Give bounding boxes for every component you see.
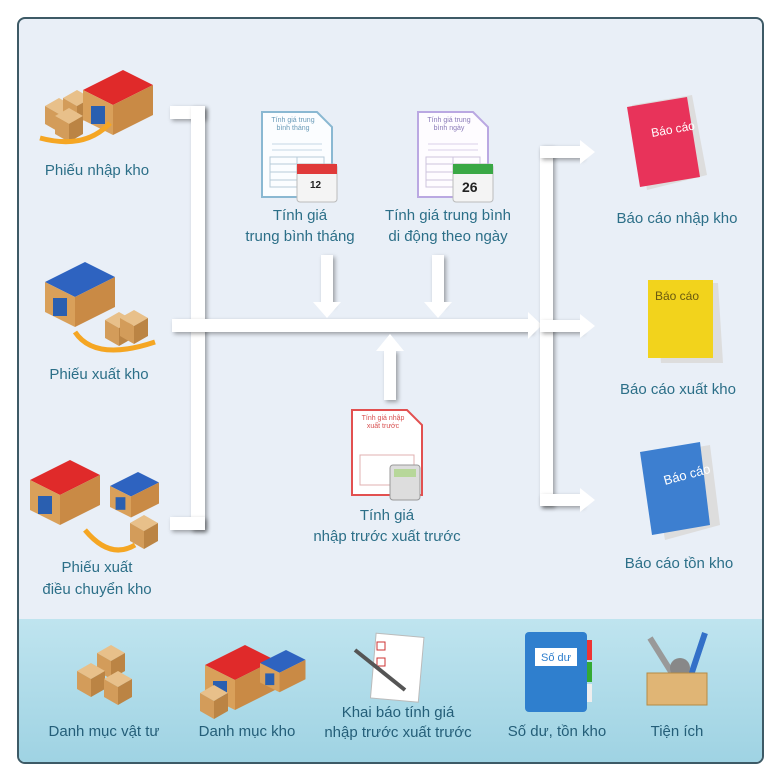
bottom-item-label[interactable]: Số dư, tồn kho	[507, 723, 607, 740]
left-bracket-bottom	[170, 517, 205, 530]
doc-title: Tính giá nhập xuất trước	[361, 415, 405, 430]
input-label[interactable]: điều chuyển kho	[42, 581, 152, 598]
calendar-day: 12	[310, 180, 322, 191]
input-label[interactable]: Phiếu nhập kho	[44, 162, 150, 179]
up-arrowhead-fifo	[376, 334, 404, 351]
main-flow-arrowhead	[528, 312, 542, 339]
main-flow-line	[172, 319, 532, 332]
doc-title: Tính giá trung bình tháng	[271, 117, 315, 132]
calendar-day: 26	[462, 179, 478, 195]
arrowheads-right	[580, 140, 595, 512]
report-label[interactable]: Báo cáo tồn kho	[624, 555, 734, 572]
down-arrow-monthly	[321, 255, 333, 305]
bottom-item-label[interactable]: Khai báo tính giá	[341, 704, 455, 721]
bottom-item-label[interactable]: Tiện ích	[650, 723, 704, 740]
method-label[interactable]: di động theo ngày	[388, 228, 508, 245]
bottom-item-label[interactable]: Danh mục kho	[198, 723, 296, 740]
input-label[interactable]: Phiếu xuất	[61, 559, 133, 576]
warehouse-transfer-icon[interactable]	[30, 460, 170, 560]
document-calculator-icon[interactable]: Tính giá nhập xuất trước	[351, 409, 432, 510]
document-calendar-icon[interactable]: 26 Tính giá trung bình ngày	[417, 111, 503, 212]
method-label[interactable]: nhập trước xuất trước	[313, 528, 461, 545]
up-arrow-fifo	[384, 350, 396, 400]
down-arrowhead-daily	[424, 302, 452, 318]
report-cover-text: Báo cáo	[655, 289, 699, 303]
down-arrow-daily	[432, 255, 444, 305]
method-label[interactable]: Tính giá	[359, 507, 415, 524]
right-arrow-top	[540, 146, 582, 158]
ledger-cover-text: Số dư	[541, 652, 572, 664]
warehouse-import-icon[interactable]	[35, 68, 155, 153]
right-arrow-middle	[540, 320, 582, 332]
method-label[interactable]: trung bình tháng	[245, 228, 355, 245]
toolbox-icon[interactable]	[635, 628, 720, 715]
report-label[interactable]: Báo cáo nhập kho	[616, 210, 738, 227]
doc-title: Tính giá trung bình ngày	[427, 117, 471, 132]
warehouse-export-icon[interactable]	[45, 262, 165, 362]
report-book-inventory-icon[interactable]: Báo cáo	[630, 440, 725, 550]
method-label[interactable]: Tính giá trung bình	[385, 207, 511, 224]
checklist-pen-icon[interactable]	[353, 630, 435, 710]
method-label[interactable]: Tính giá	[272, 207, 328, 224]
left-bracket-vertical	[191, 106, 205, 530]
right-arrow-bottom	[540, 494, 582, 506]
warehouses-icon[interactable]	[200, 645, 306, 720]
report-label[interactable]: Báo cáo xuất kho	[620, 381, 736, 398]
document-calendar-icon[interactable]: 12 Tính giá trung bình tháng	[261, 111, 347, 212]
input-label[interactable]: Phiếu xuất kho	[49, 366, 149, 383]
boxes-icon[interactable]	[72, 645, 142, 715]
ledger-book-icon[interactable]: Số dư	[525, 632, 600, 717]
bottom-item-label[interactable]: nhập trước xuất trước	[324, 724, 472, 741]
down-arrowhead-monthly	[313, 302, 341, 318]
report-book-import-icon[interactable]: Báo cáo	[622, 95, 717, 200]
bottom-item-label[interactable]: Danh mục vật tư	[48, 723, 160, 740]
report-folder-export-icon[interactable]: Báo cáo	[643, 275, 728, 375]
